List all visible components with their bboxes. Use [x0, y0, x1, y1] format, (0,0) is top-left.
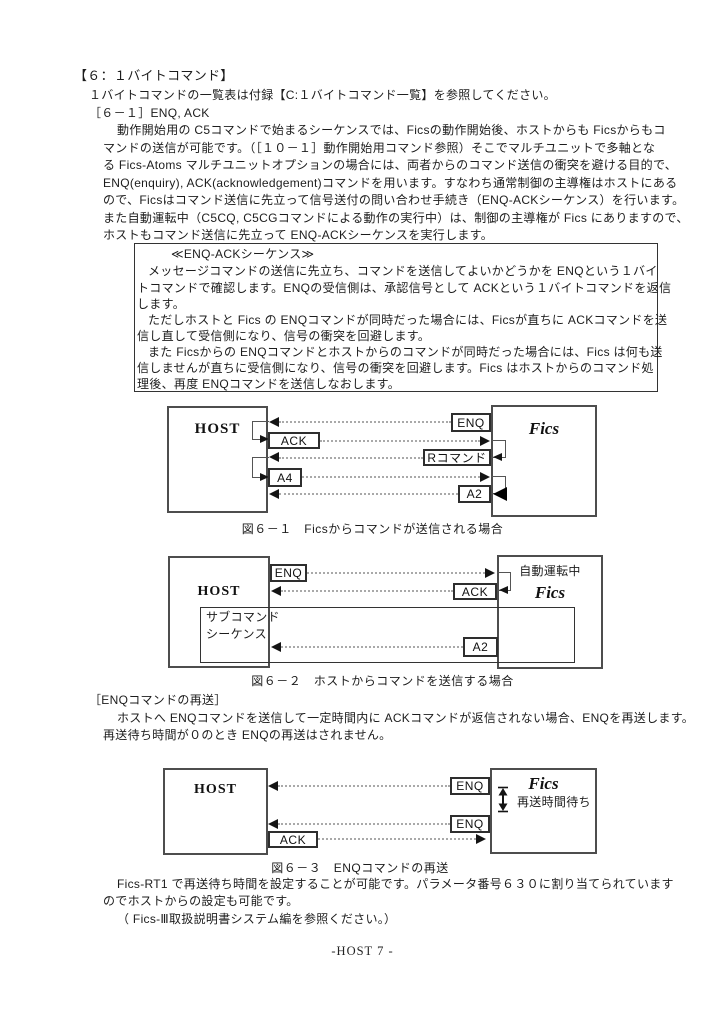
d1-host-label: HOST [194, 421, 241, 437]
d2-a2-label: A2 [463, 637, 498, 657]
d1-enq-label: ENQ [451, 413, 491, 432]
arrowhead-left-icon [499, 586, 508, 594]
arrowhead-left-icon [269, 452, 279, 462]
d3-caption: 図６－３ ENQコマンドの再送 [271, 861, 449, 875]
arrowhead-left-icon [269, 489, 279, 499]
para1-line: 動作開始用の C5コマンドで始まるシーケンスでは、Ficsの動作開始後、ホストか… [117, 123, 666, 137]
note-heading: ≪ENQ-ACKシーケンス≫ [171, 247, 315, 261]
d2-subcommand-label: シーケンス [206, 627, 267, 641]
page-footer: -HOST 7 - [331, 944, 394, 958]
d2-subcommand-box [200, 607, 575, 663]
arrowhead-left-icon [493, 453, 502, 461]
note-line: 信し直して受信側になり、信号の衝突を回避します。 [137, 329, 431, 343]
d3-enq1-line [278, 785, 450, 787]
note-line: メッセージコマンドの送信に先立ち、コマンドを送信してよいかどうかを ENQという… [148, 264, 658, 278]
resend-line: 再送待ち時間が０のとき ENQの再送はされません。 [103, 728, 392, 742]
note-line: 理後、再度 ENQコマンドを送信しなおします。 [137, 377, 401, 391]
d2-host-box: HOST [168, 556, 270, 668]
para1-line: る Fics-Atoms マルチユニットオプションの場合には、両者からのコマンド… [103, 158, 678, 172]
resend-line: ホストへ ENQコマンドを送信して一定時間内に ACKコマンドが返信されない場合… [117, 711, 695, 725]
d3-host-label: HOST [194, 782, 237, 797]
vertical-double-arrow-icon [498, 786, 508, 813]
arrowhead-right-icon [260, 435, 269, 443]
arrowhead-left-icon [268, 781, 278, 791]
arrowhead-left-icon [269, 417, 279, 427]
d1-ack-line [320, 440, 480, 442]
d1-fics-box: Fics [491, 405, 597, 517]
note-line: トコマンドで確認します。ENQの受信側は、承認信号として ACKという１バイトコ… [137, 281, 672, 295]
d1-a4-label: A4 [268, 468, 302, 487]
d1-enq-line [279, 421, 451, 423]
d2-enq-label: ENQ [270, 564, 307, 582]
arrowhead-right-icon [476, 834, 486, 844]
resend-heading: ［ENQコマンドの再送］ [89, 693, 227, 707]
d2-ack-line [281, 590, 453, 592]
arrowhead-left-icon [271, 586, 281, 596]
arrowhead-right-icon [485, 568, 495, 578]
note-line: 信しませんが直ちに受信側になり、信号の衝突を回避します。Fics はホストからの… [137, 361, 654, 375]
d3-fics-label: Fics [528, 774, 559, 793]
enq-ack-note-box [134, 243, 658, 392]
d2-fics-box: 自動運転中 Fics [497, 555, 603, 669]
para1-line: また自動運転中（C5CQ, C5CGコマンドによる動作の実行中）は、制御の主導権… [103, 211, 689, 225]
para1-line: マンドの送信が可能です。（［１０－１］動作開始用コマンド参照）そこでマルチユニッ… [103, 141, 656, 155]
d2-ack-label: ACK [453, 583, 497, 600]
d3-enq1-label: ENQ [450, 777, 490, 795]
d1-rcmd-label: Rコマンド [423, 449, 491, 466]
arrowhead-right-icon [260, 473, 269, 481]
d2-fics-label: Fics [534, 583, 566, 602]
note-line: また Ficsからの ENQコマンドとホストからのコマンドが同時だった場合には、… [148, 345, 663, 359]
d1-a4-line [302, 476, 480, 478]
intro-line: １バイトコマンドの一覧表は付録【C:１バイトコマンド一覧】を参照してください。 [89, 88, 556, 102]
d1-fics-label: Fics [528, 419, 560, 438]
closing-line: （ Fics-Ⅲ取扱説明書システム編を参照ください。） [117, 912, 397, 926]
d2-host-label: HOST [197, 584, 241, 599]
d2-subcommand-label: サブコマンド [206, 610, 280, 624]
arrowhead-right-icon [480, 472, 490, 482]
arrowhead-left-icon [271, 642, 281, 652]
d3-wait-label: 再送時間待ち [517, 795, 591, 809]
d1-ack-label: ACK [268, 432, 320, 449]
para1-line: ホストもコマンド送信に先立って ENQ-ACKシーケンスを実行します。 [103, 228, 494, 242]
note-line: します。 [137, 297, 186, 311]
arrowhead-left-icon [268, 819, 278, 829]
para1-line: ので、Ficsはコマンド送信に先立って信号送付の問い合わせ手続き（ENQ-ACK… [103, 193, 685, 207]
closing-line: のでホストからの設定も可能です。 [103, 894, 299, 908]
note-line: ただしホストと Fics の ENQコマンドが同時だった場合には、Ficsが直ち… [148, 313, 668, 327]
d1-host-box: HOST [167, 406, 268, 513]
d1-a2-label: A2 [458, 485, 491, 503]
arrowhead-left-bold-icon [493, 487, 507, 501]
d1-a2-line [279, 493, 458, 495]
d1-caption: 図６－１ Ficsからコマンドが送信される場合 [241, 522, 504, 536]
section-heading: ［６－１］ENQ, ACK [89, 106, 210, 120]
d3-ack-label: ACK [268, 831, 318, 848]
d3-enq2-line [278, 823, 450, 825]
arrowhead-right-icon [480, 436, 490, 446]
d2-a2-line [281, 646, 463, 648]
d2-auto-mode-label: 自動運転中 [519, 564, 581, 578]
d3-host-box: HOST [163, 768, 268, 855]
d3-ack-line [318, 838, 476, 840]
page-title: 【６：１バイトコマンド】 [74, 68, 234, 83]
d2-caption: 図６－２ ホストからコマンドを送信する場合 [251, 674, 514, 688]
para1-line: ENQ(enquiry), ACK(acknowledgement)コマンドを用… [103, 176, 678, 190]
closing-line: Fics-RT1 で再送待ち時間を設定することが可能です。パラメータ番号６３０に… [117, 877, 674, 891]
d1-rcmd-line [279, 457, 423, 459]
d3-enq2-label: ENQ [450, 815, 490, 833]
d2-enq-line [307, 572, 485, 574]
